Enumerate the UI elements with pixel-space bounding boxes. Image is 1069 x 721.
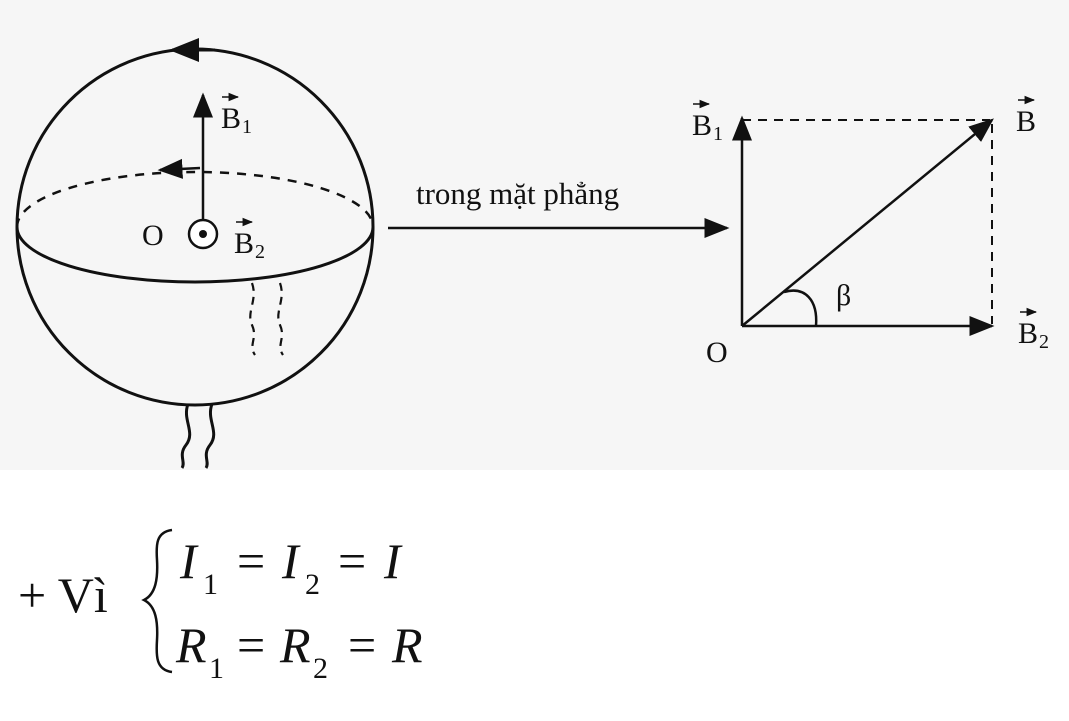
vector-diagram	[732, 115, 995, 336]
b2-dot	[199, 230, 207, 238]
vector-b2-sub: 2	[1039, 331, 1049, 353]
left-brace-icon	[141, 528, 173, 674]
angle-arc	[783, 289, 818, 327]
vector-b2-letter: B	[1018, 317, 1038, 350]
eq2-b: R	[279, 617, 311, 673]
vector-b1-letter: B	[692, 109, 712, 142]
vector-b1-sub: 1	[713, 123, 723, 145]
eq1-b: I	[281, 533, 301, 589]
connector-caption: trong mặt phẳng	[416, 176, 619, 211]
equation-block: + Vì I 1 = I 2 = I R 1 = R 2 = R	[18, 528, 423, 685]
lead-dashed-2	[277, 282, 284, 356]
left-center-label: O	[142, 219, 164, 252]
vector-angle-label: β	[836, 279, 851, 312]
left-b2-letter: B	[234, 227, 254, 260]
eq1-a-sub: 1	[203, 568, 218, 601]
eq2-c: R	[391, 617, 423, 673]
eq1-eq2: =	[338, 533, 366, 589]
figure-background	[0, 0, 1069, 470]
lead-dashed-1	[249, 282, 256, 356]
equation-prefix: + Vì	[18, 567, 108, 623]
vector-b-letter: B	[1016, 105, 1036, 138]
eq2-eq1: =	[237, 617, 265, 673]
left-b2-label: B 2	[234, 217, 265, 263]
vector-origin-label: O	[706, 336, 728, 369]
vector-b-resultant	[741, 118, 994, 327]
ring-back-dashed	[15, 170, 375, 228]
left-b1-label: B 1	[221, 92, 252, 138]
lead-wire-1	[180, 403, 192, 469]
eq2-a-sub: 1	[209, 652, 224, 685]
eq2-b-sub: 2	[313, 652, 328, 685]
vector-b1-label: B 1	[692, 99, 723, 145]
vector-b2-label: B 2	[1018, 307, 1049, 353]
lead-wire-2	[204, 403, 216, 469]
eq2-eq2: =	[348, 617, 376, 673]
left-b1-sub: 1	[242, 116, 252, 138]
left-b2-sub: 2	[255, 241, 265, 263]
vector-b-label: B	[1016, 95, 1036, 138]
eq1-eq1: =	[237, 533, 265, 589]
ring-front	[15, 226, 375, 284]
eq1-b-sub: 2	[305, 568, 320, 601]
eq2-a: R	[175, 617, 207, 673]
eq1-a: I	[179, 533, 199, 589]
left-b1-letter: B	[221, 102, 241, 135]
sphere-coil	[15, 38, 375, 469]
eq1-c: I	[383, 533, 403, 589]
current-arrow-ring	[157, 158, 201, 179]
